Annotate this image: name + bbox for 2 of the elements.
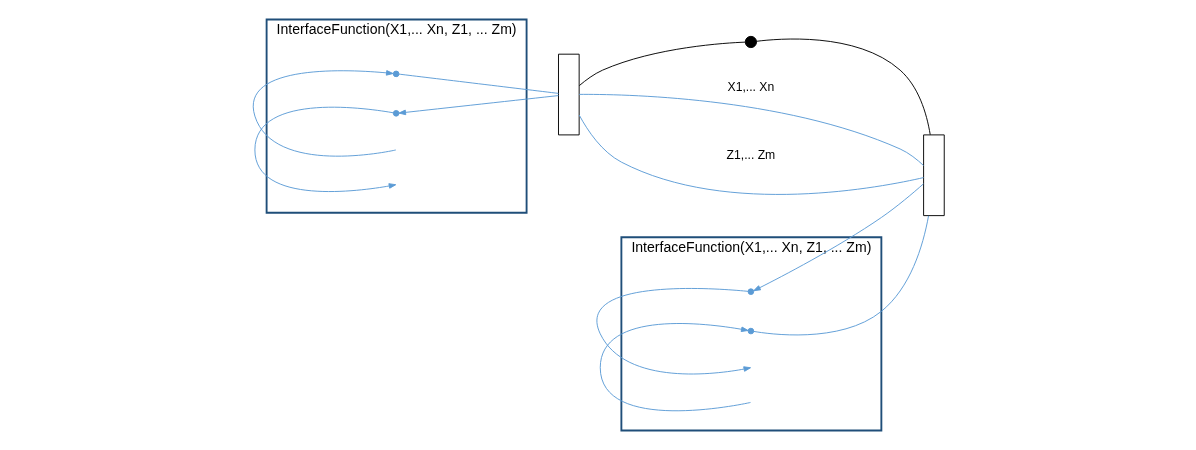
edge-label: Z1,... Zm [726,147,775,162]
edge-label: X1,... Xn [727,80,774,95]
